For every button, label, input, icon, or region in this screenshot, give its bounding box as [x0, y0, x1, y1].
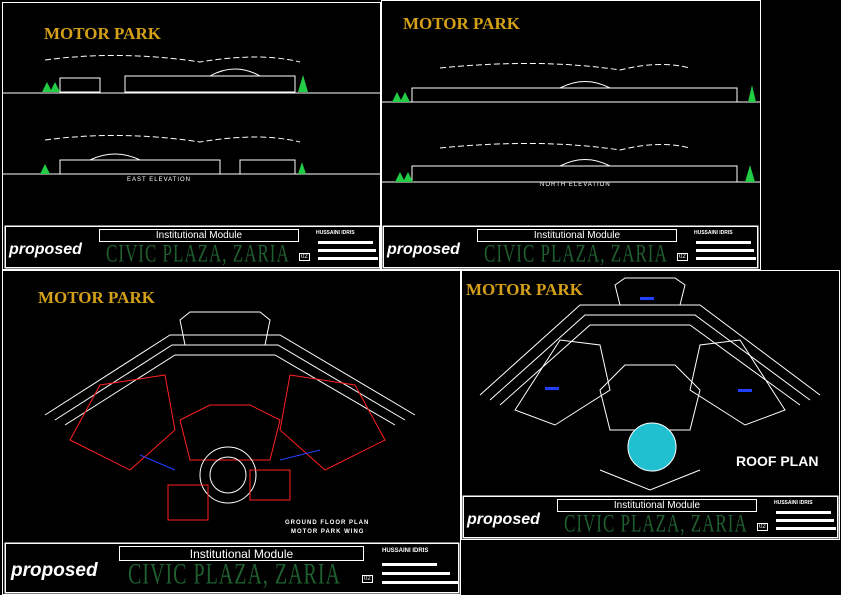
- sheet-elevations-north: [381, 0, 761, 270]
- author-name: HUSSAINI IDRIS: [774, 500, 813, 506]
- title-block: Institutional Module proposed CIVIC PLAZ…: [5, 226, 380, 268]
- module-label: Institutional Module: [557, 499, 757, 512]
- sheet-title: MOTOR PARK: [403, 14, 520, 33]
- proposed-logo: proposed: [467, 511, 540, 528]
- title-block: Institutional Module proposed CIVIC PLAZ…: [383, 226, 758, 268]
- title-block: Institutional Module proposed CIVIC PLAZ…: [463, 496, 838, 538]
- sheet-number: 02: [362, 575, 373, 583]
- title-block: Institutional Module proposed CIVIC PLAZ…: [5, 543, 459, 593]
- project-name: CIVIC PLAZA, ZARIA: [564, 509, 748, 538]
- project-name: CIVIC PLAZA, ZARIA: [484, 239, 668, 268]
- plan-label: GROUND FLOOR PLAN: [285, 520, 370, 526]
- sheet-number: 02: [299, 253, 310, 261]
- author-name: HUSSAINI IDRIS: [694, 230, 733, 236]
- proposed-logo: proposed: [9, 241, 82, 258]
- sheet-roof-plan: [461, 270, 840, 540]
- author-name: HUSSAINI IDRIS: [382, 548, 429, 554]
- project-name: CIVIC PLAZA, ZARIA: [128, 558, 341, 591]
- sheet-number: 02: [757, 523, 768, 531]
- module-label: Institutional Module: [119, 546, 364, 561]
- project-name: CIVIC PLAZA, ZARIA: [106, 239, 290, 268]
- elevation-label: NORTH ELEVATION: [540, 182, 611, 188]
- author-name: HUSSAINI IDRIS: [316, 230, 355, 236]
- proposed-logo: proposed: [11, 560, 98, 581]
- plan-label: MOTOR PARK WING: [291, 529, 365, 535]
- sheet-title: MOTOR PARK: [44, 24, 161, 43]
- module-label: Institutional Module: [99, 229, 299, 242]
- sheet-title: MOTOR PARK: [466, 280, 583, 299]
- proposed-logo: proposed: [387, 241, 460, 258]
- tree-icons: [40, 75, 756, 182]
- roof-plan-label: ROOF PLAN: [736, 453, 819, 469]
- sheet-number: 02: [677, 253, 688, 261]
- roof-dome: [627, 422, 677, 472]
- module-label: Institutional Module: [477, 229, 677, 242]
- elevation-label: EAST ELEVATION: [127, 177, 192, 183]
- sheet-elevations-east: [2, 2, 381, 270]
- sheet-title: MOTOR PARK: [38, 288, 155, 307]
